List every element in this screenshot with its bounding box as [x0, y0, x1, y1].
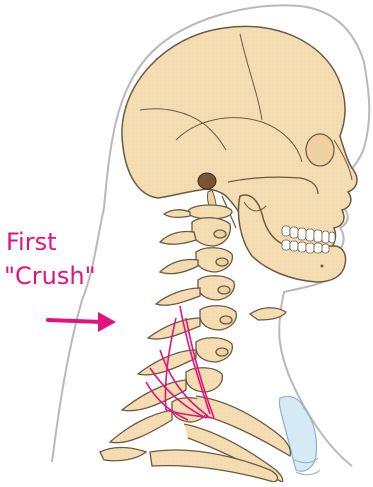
thyroid-cartilage	[279, 396, 316, 471]
vertebra-c1	[164, 205, 232, 219]
vertebra-c6	[138, 338, 232, 375]
annotation-first-label: First	[6, 230, 57, 254]
vertebra-c2	[160, 218, 230, 246]
arrow-right-icon	[48, 312, 116, 332]
back-rib	[100, 448, 146, 461]
vertebra-c5	[148, 306, 236, 339]
annotation-crush-label: "Crush"	[4, 264, 96, 288]
vertebra-c4	[156, 276, 234, 306]
ear-canal	[198, 173, 216, 189]
back-of-neck-outline	[52, 300, 82, 462]
vertebra-c3	[160, 248, 232, 274]
clavicle	[150, 450, 277, 482]
eye-orbit	[306, 134, 334, 166]
mental-foramen	[321, 265, 324, 268]
